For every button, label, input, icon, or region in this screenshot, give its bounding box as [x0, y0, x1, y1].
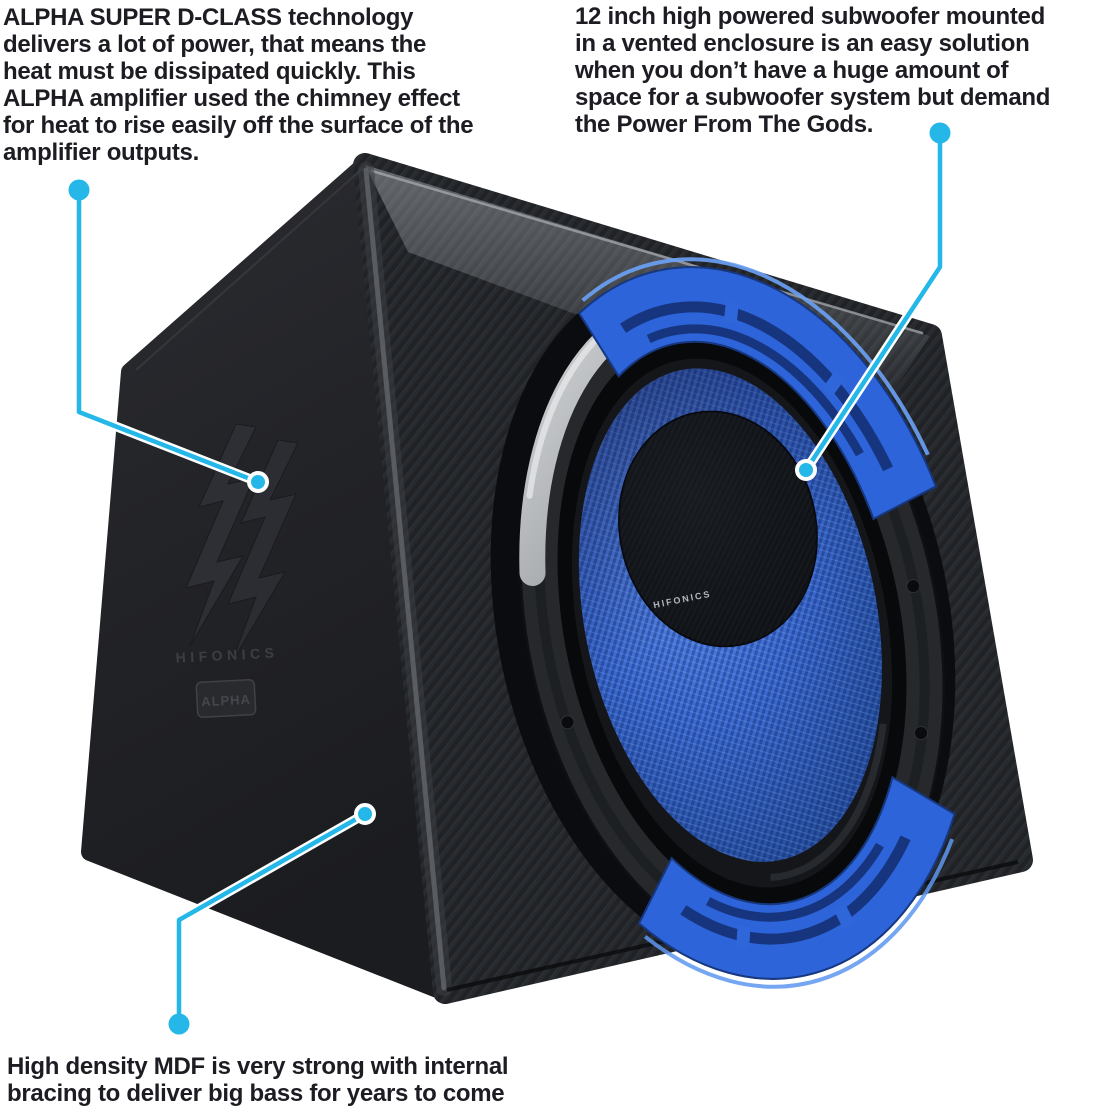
grille-bar-bottom	[637, 775, 956, 989]
callout-subwoofer	[795, 122, 951, 481]
side-brand-text: HIFONICS	[175, 644, 279, 665]
annotation-mdf: High density MDF is very strong with int…	[7, 1053, 509, 1107]
annotation-line: ALPHA SUPER D-CLASS technology	[3, 4, 414, 31]
callout-line	[176, 811, 368, 1027]
annotation-line: 12 inch high powered subwoofer mounted	[575, 3, 1045, 30]
annotation-line: amplifier outputs.	[3, 139, 199, 166]
alpha-badge: ALPHA	[195, 679, 257, 718]
annotation-subwoofer: 12 inch high powered subwoofer mounted i…	[575, 3, 1050, 138]
callout-dot	[247, 471, 269, 493]
annotation-line: for heat to rise easily off the surface …	[3, 112, 474, 139]
callout-dot	[68, 179, 90, 201]
enclosure-ridge-highlight	[363, 167, 447, 991]
annotation-line: delivers a lot of power, that means the	[3, 31, 427, 58]
annotation-line: the Power From The Gods.	[575, 111, 874, 138]
annotation-line: High density MDF is very strong with int…	[7, 1053, 509, 1080]
annotation-amplifier: ALPHA SUPER D-CLASS technology delivers …	[3, 4, 474, 166]
grille-bar-top	[577, 257, 938, 521]
alpha-badge-text: ALPHA	[201, 692, 251, 710]
annotation-line: in a vented enclosure is an easy solutio…	[575, 30, 1030, 57]
callout-line	[76, 187, 261, 485]
dust-cap-carbon	[619, 411, 817, 647]
callout-dot	[168, 1013, 190, 1035]
surround-sheen	[770, 723, 887, 881]
annotation-line: ALPHA amplifier used the chimney effect	[3, 85, 460, 112]
subwoofer-speaker: HIFONICS	[490, 257, 956, 989]
callout-line	[803, 130, 943, 473]
annotation-line: space for a subwoofer system but demand	[575, 84, 1051, 111]
enclosure-left-top-edge	[135, 167, 364, 371]
callout-mdf	[168, 803, 376, 1035]
baffle-top-edge-highlight	[370, 169, 924, 335]
annotation-line: when you don’t have a huge amount of	[575, 57, 1009, 84]
callout-amplifier	[68, 179, 269, 493]
callout-dot	[795, 459, 817, 481]
annotation-line: bracing to deliver big bass for years to…	[7, 1080, 505, 1107]
callout-dot	[354, 803, 376, 825]
callout-dot	[929, 122, 951, 144]
annotation-line: heat must be dissipated quickly. This	[3, 58, 416, 85]
lightning-bolt-icon	[227, 439, 299, 663]
